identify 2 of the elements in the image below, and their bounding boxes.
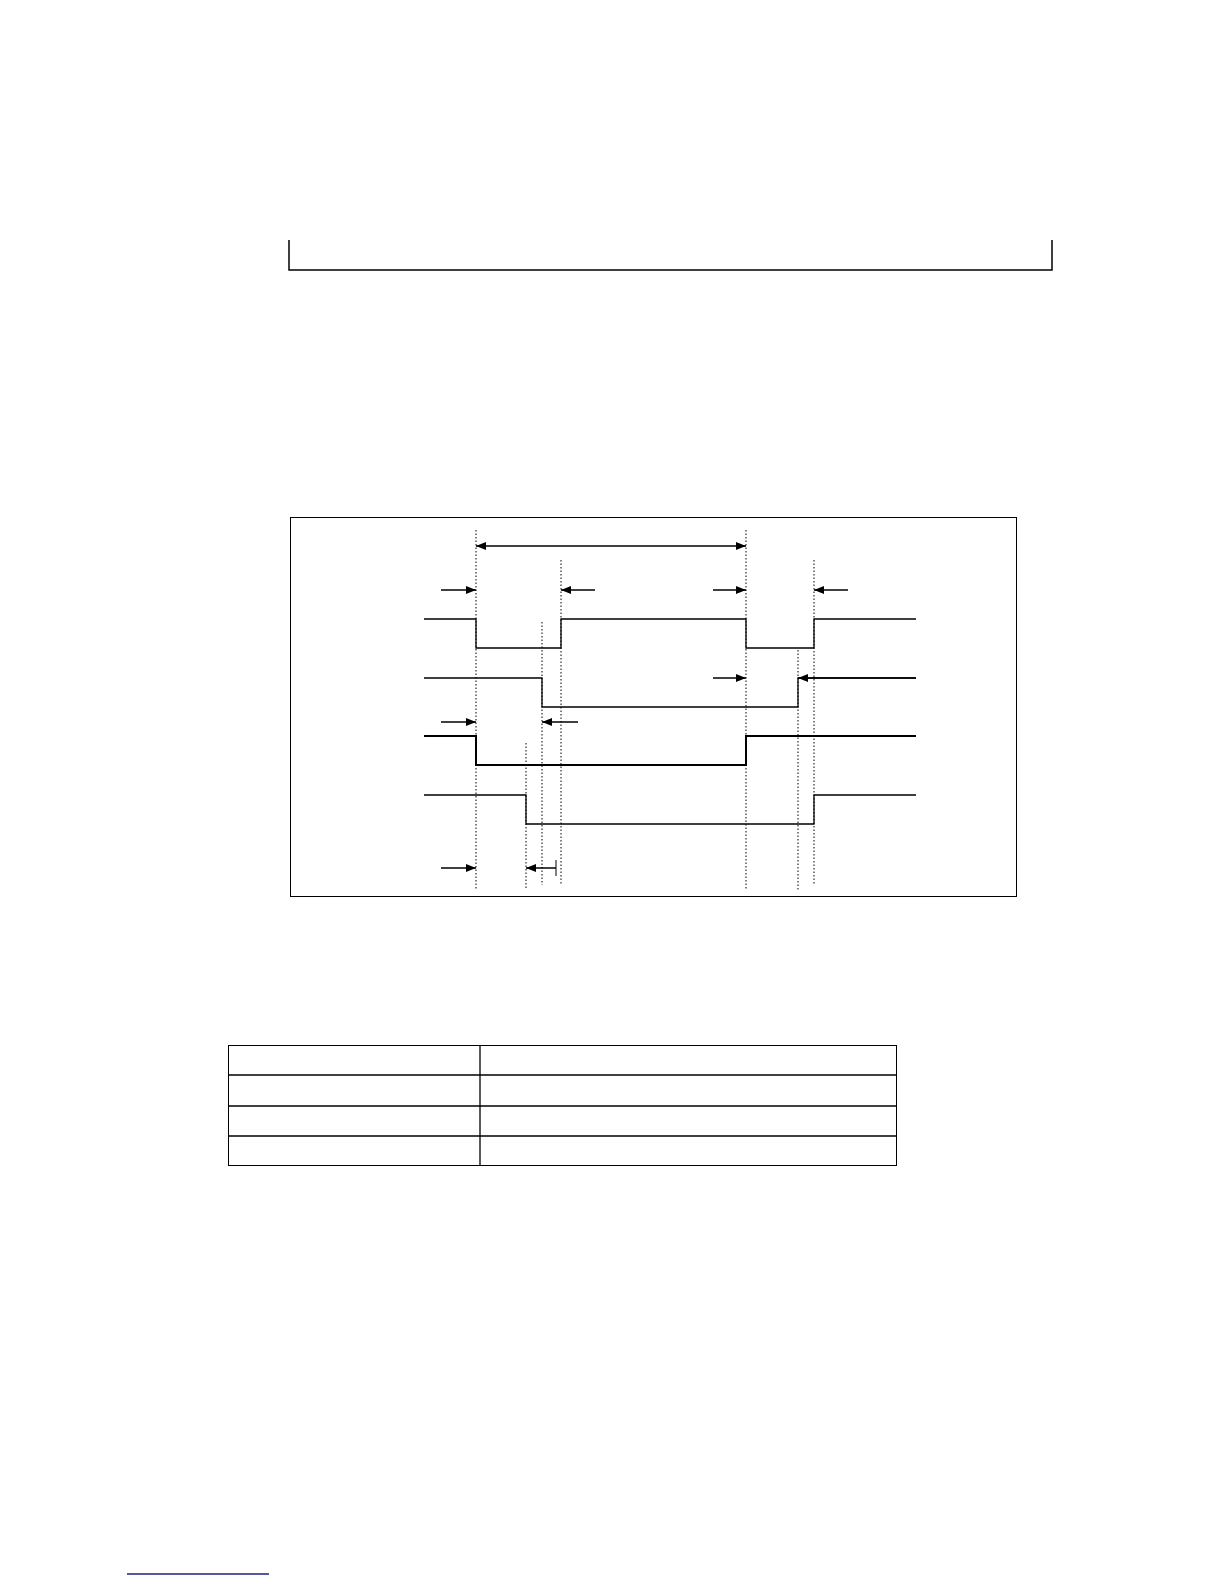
timing-diagram-frame (290, 517, 1017, 897)
empty-table (228, 1045, 897, 1166)
